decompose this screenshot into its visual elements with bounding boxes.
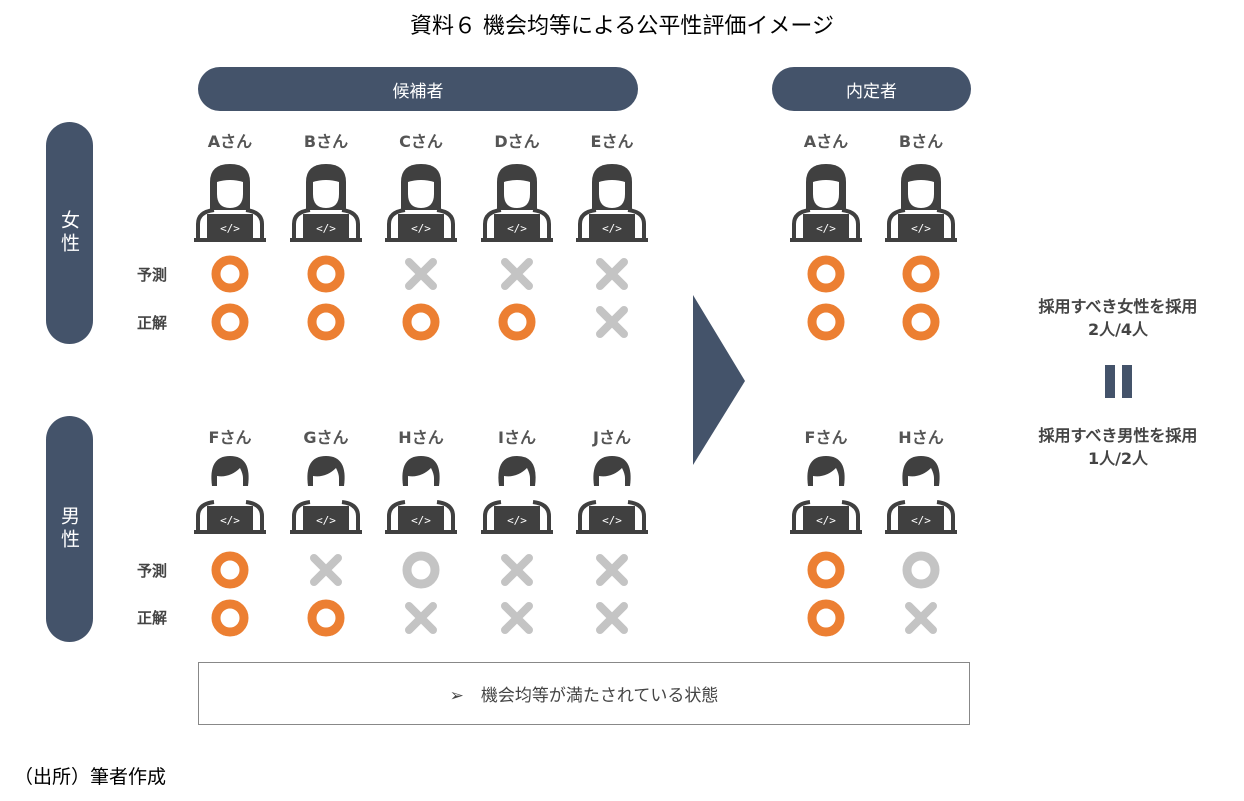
male-summary-line2: 1人/2人 xyxy=(1087,449,1149,468)
person-at-laptop-icon: </> xyxy=(572,160,652,246)
person-name: Dさん xyxy=(494,132,540,151)
figure-title: 資料６ 機会均等による公平性評価イメージ xyxy=(410,14,834,39)
person-at-laptop-icon: </> xyxy=(381,160,461,246)
svg-text:</>: </> xyxy=(220,222,240,235)
svg-text:</>: </> xyxy=(816,514,836,527)
person-name: Cさん xyxy=(399,132,443,151)
correct-circle-icon xyxy=(806,302,846,342)
source-note: （出所）筆者作成 xyxy=(14,766,167,788)
person-name: Iさん xyxy=(498,428,536,447)
person-name: Hさん xyxy=(398,428,444,447)
person-at-laptop-icon: </> xyxy=(881,160,961,246)
person-name: Bさん xyxy=(303,132,349,151)
prediction-circle-icon xyxy=(210,254,250,294)
person-name: Aさん xyxy=(207,132,253,151)
female-group-label: 女性 xyxy=(46,122,93,344)
correct-cross-icon xyxy=(401,598,441,638)
person-name: Fさん xyxy=(208,428,252,447)
svg-text:</>: </> xyxy=(316,514,336,527)
correct-label-female: 正解 xyxy=(137,314,168,332)
person-at-laptop-icon: </> xyxy=(477,452,557,538)
person-at-laptop-icon: </> xyxy=(190,160,270,246)
prediction-circle-icon xyxy=(401,550,441,590)
svg-text:</>: </> xyxy=(911,514,931,527)
person-at-laptop-icon: </> xyxy=(477,160,557,246)
svg-text:</>: </> xyxy=(220,514,240,527)
prediction-label-female: 予測 xyxy=(137,266,168,284)
correct-circle-icon xyxy=(306,598,346,638)
correct-cross-icon xyxy=(592,302,632,342)
person-at-laptop-icon: </> xyxy=(572,452,652,538)
person-at-laptop-icon: </> xyxy=(286,452,366,538)
person-name: Eさん xyxy=(590,132,634,151)
prediction-circle-icon xyxy=(306,254,346,294)
person-name: Bさん xyxy=(898,132,944,151)
male-group-label: 男性 xyxy=(46,416,93,642)
person-name: Aさん xyxy=(803,132,849,151)
correct-cross-icon xyxy=(592,598,632,638)
prediction-circle-icon xyxy=(210,550,250,590)
prediction-circle-icon xyxy=(901,550,941,590)
female-summary: 採用すべき女性を採用 2人/4人 xyxy=(998,295,1238,341)
person-at-laptop-icon: </> xyxy=(381,452,461,538)
prediction-cross-icon xyxy=(497,550,537,590)
correct-circle-icon xyxy=(806,598,846,638)
candidates-header: 候補者 xyxy=(198,67,638,111)
svg-text:</>: </> xyxy=(602,514,622,527)
person-at-laptop-icon: </> xyxy=(786,452,866,538)
person-name: Gさん xyxy=(303,428,349,447)
female-summary-line2: 2人/4人 xyxy=(1087,320,1149,339)
correct-circle-icon xyxy=(210,598,250,638)
prediction-cross-icon xyxy=(592,254,632,294)
male-summary-line1: 採用すべき男性を採用 xyxy=(1038,426,1198,445)
svg-text:</>: </> xyxy=(507,514,527,527)
svg-text:</>: </> xyxy=(316,222,336,235)
person-at-laptop-icon: </> xyxy=(881,452,961,538)
prediction-cross-icon xyxy=(592,550,632,590)
equals-icon xyxy=(1105,365,1132,398)
offered-header: 内定者 xyxy=(772,67,971,111)
correct-cross-icon xyxy=(901,598,941,638)
correct-cross-icon xyxy=(497,598,537,638)
person-at-laptop-icon: </> xyxy=(786,160,866,246)
person-name: Hさん xyxy=(898,428,944,447)
svg-text:</>: </> xyxy=(602,222,622,235)
male-summary: 採用すべき男性を採用 1人/2人 xyxy=(998,424,1238,470)
svg-text:</>: </> xyxy=(411,222,431,235)
person-name: Fさん xyxy=(804,428,848,447)
female-summary-line1: 採用すべき女性を採用 xyxy=(1038,297,1198,316)
person-name: Jさん xyxy=(593,428,631,447)
prediction-cross-icon xyxy=(306,550,346,590)
prediction-circle-icon xyxy=(806,550,846,590)
prediction-label-male: 予測 xyxy=(137,562,168,580)
prediction-circle-icon xyxy=(806,254,846,294)
correct-circle-icon xyxy=(401,302,441,342)
prediction-circle-icon xyxy=(901,254,941,294)
person-at-laptop-icon: </> xyxy=(286,160,366,246)
correct-circle-icon xyxy=(306,302,346,342)
correct-circle-icon xyxy=(210,302,250,342)
person-at-laptop-icon: </> xyxy=(190,452,270,538)
svg-text:</>: </> xyxy=(507,222,527,235)
svg-text:</>: </> xyxy=(411,514,431,527)
svg-text:</>: </> xyxy=(911,222,931,235)
correct-circle-icon xyxy=(901,302,941,342)
correct-circle-icon xyxy=(497,302,537,342)
conclusion-box: ➢ 機会均等が満たされている状態 xyxy=(198,662,970,725)
prediction-cross-icon xyxy=(401,254,441,294)
prediction-cross-icon xyxy=(497,254,537,294)
correct-label-male: 正解 xyxy=(137,609,168,627)
svg-text:</>: </> xyxy=(816,222,836,235)
arrow-icon xyxy=(693,295,745,465)
